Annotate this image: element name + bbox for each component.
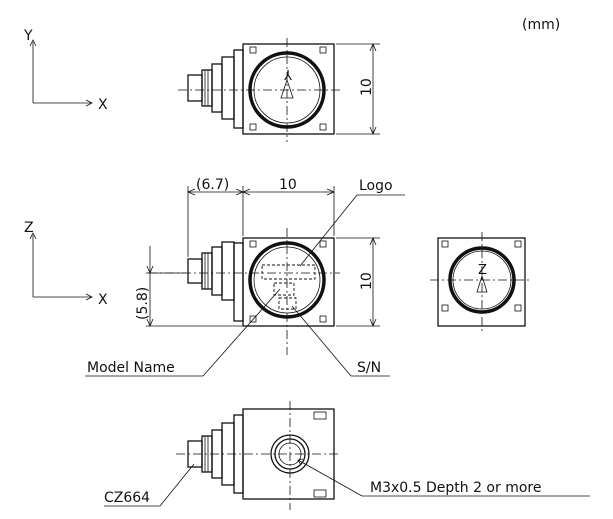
callout-connector: CZ664 — [104, 490, 150, 506]
bottom-view: CZ664 M3x0.5 Depth 2 or more — [104, 401, 590, 510]
dim-top-height: 10 — [359, 78, 375, 96]
axis-indicator-top: Y X — [23, 28, 108, 113]
axis-indicator-mid: Z X — [24, 220, 108, 308]
dim-mid-height: 10 — [359, 272, 375, 290]
mark-letter-side: Z — [478, 263, 487, 278]
callout-sn: S/N — [357, 360, 381, 376]
axis-label-y: Y — [23, 28, 33, 44]
side-view-right: Z — [430, 232, 532, 334]
callout-logo: Logo — [359, 178, 393, 194]
top-view: Y 10 — [178, 38, 380, 142]
dim-vertical-offset: (5.8) — [135, 287, 151, 320]
callout-thread: M3x0.5 Depth 2 or more — [370, 480, 541, 496]
unit-label: (mm) — [522, 17, 560, 33]
callout-model-name: Model Name — [87, 360, 175, 376]
axis-label-x-top: X — [98, 97, 108, 113]
dim-offset: (6.7) — [196, 177, 229, 193]
side-view: (6.7) 10 10 (5.8) Logo Model Name S/N — [85, 177, 405, 377]
axis-label-x-mid: X — [98, 292, 108, 308]
axis-label-z: Z — [24, 220, 34, 236]
mark-letter-top: Y — [284, 66, 293, 81]
dim-width: 10 — [279, 177, 297, 193]
